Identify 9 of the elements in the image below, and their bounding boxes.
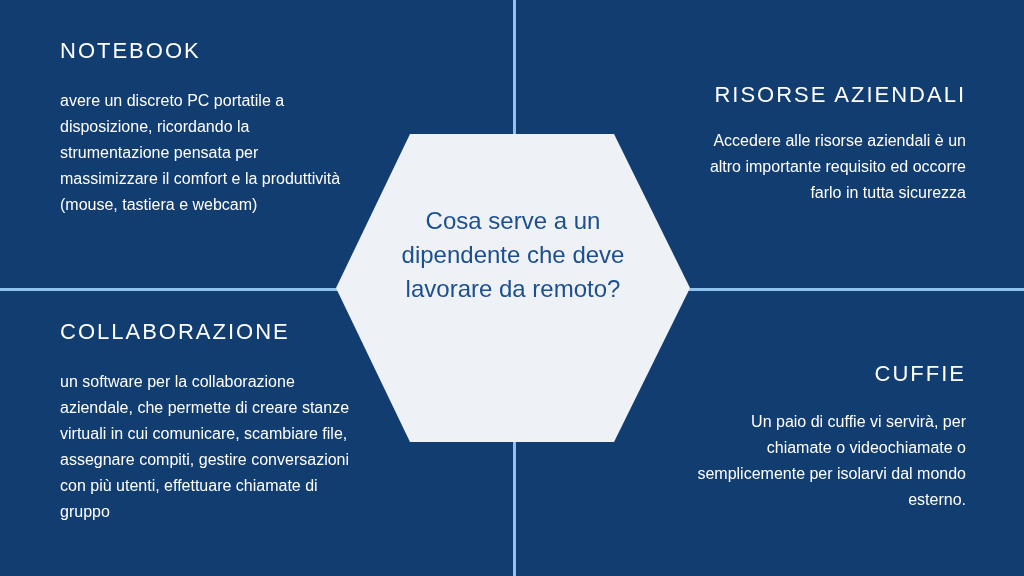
section-heading: RISORSE AZIENDALI <box>714 82 966 108</box>
section-description: un software per la collaborazione aziendale, che permette di creare stanze virtuali in cui comunicare, scambiare file, assegnare compiti, gestire conversazioni con più utenti, effettuare chiamate di gruppo <box>60 372 350 522</box>
section-description: avere un discreto PC portatile a disposizione, ricordando la strumentazione pensata per massimizzare il comfort e la produttività (mouse, tastiera e webcam) <box>60 91 342 215</box>
section-heading: COLLABORAZIONE <box>60 319 290 345</box>
section-description: Un paio di cuffie vi servirà, per chiamate o videochiamate o semplicemente per isolarvi dal mondo esterno. <box>696 412 966 510</box>
section-description: Accedere alle risorse aziendali è un altro importante requisito ed occorre farlo in tutta sicurezza <box>708 131 966 203</box>
central-question: Cosa serve a un dipendente che deve lavorare da remoto? <box>400 206 626 304</box>
section-heading: CUFFIE <box>874 361 966 387</box>
section-heading: NOTEBOOK <box>60 38 201 64</box>
